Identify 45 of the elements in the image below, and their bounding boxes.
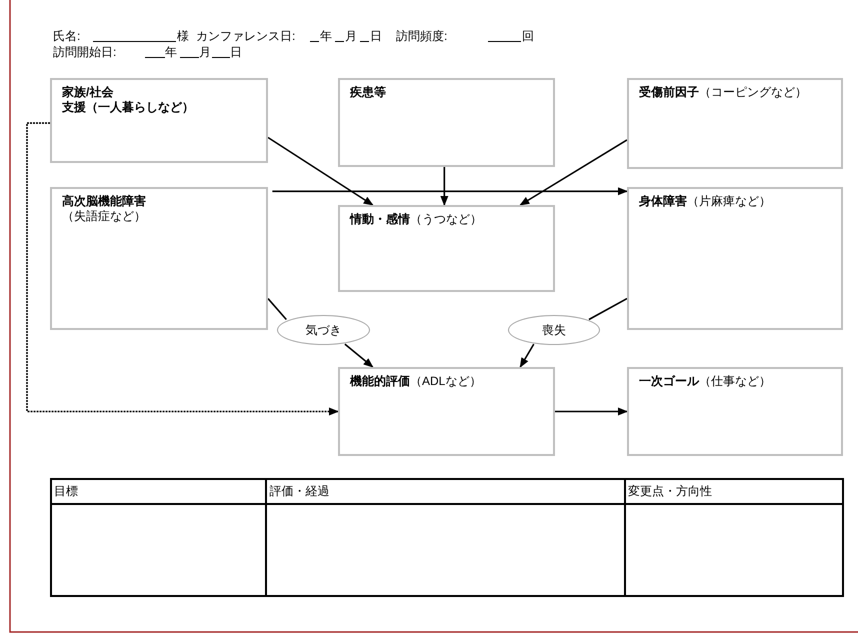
- connector-line: [588, 298, 628, 320]
- connector-line: [267, 298, 287, 320]
- box-heading: 疾患等: [350, 85, 387, 100]
- box-heading: 高次脳機能障害: [62, 194, 147, 209]
- arrow: [555, 408, 628, 416]
- arrow: [520, 344, 534, 368]
- box-heading: 機能的評価（ADLなど）: [350, 374, 482, 389]
- form-label: 年: [165, 45, 177, 59]
- text-box: [338, 367, 555, 456]
- box-heading: 身体障害（片麻痺など）: [639, 194, 772, 209]
- table-header-cell: 評価・経過: [266, 479, 626, 504]
- form-label: 年: [320, 29, 332, 43]
- box-heading: 支援（一人暮らしなど）: [62, 100, 195, 115]
- dashed-arrow: [26, 122, 339, 416]
- box-heading: 情動・感情（うつなど）: [350, 212, 483, 227]
- table-header-cell: 変更点・方向性: [625, 479, 843, 504]
- oval-label: 気づき: [277, 315, 370, 345]
- arrow: [268, 136, 374, 206]
- box-note: （失語症など）: [62, 209, 147, 224]
- form-label: 訪問頻度:: [396, 29, 448, 43]
- box-heading: 一次ゴール（仕事など）: [639, 374, 772, 389]
- arrow: [344, 343, 374, 368]
- text-box: [627, 367, 843, 456]
- form-label: 氏名:: [53, 29, 80, 43]
- form-label: 日: [370, 29, 382, 43]
- table-header-cell: 目標: [51, 479, 266, 504]
- form-label: 回: [522, 29, 534, 43]
- arrow: [519, 139, 628, 206]
- form-label: 訪問開始日:: [53, 45, 116, 59]
- oval-label: 喪失: [508, 315, 600, 345]
- box-heading: 家族/社会: [62, 85, 114, 100]
- text-box: [338, 205, 555, 292]
- text-box: [338, 78, 555, 167]
- arrow: [440, 167, 448, 206]
- form-label: 月: [199, 45, 211, 59]
- text-box: [627, 78, 843, 169]
- form-label: 月: [345, 29, 357, 43]
- text-box: [50, 78, 268, 163]
- text-box: [50, 187, 268, 330]
- form-label: 様: [177, 29, 189, 43]
- form-label: カンファレンス日:: [196, 29, 296, 43]
- text-box: [627, 187, 843, 330]
- form-label: 日: [230, 45, 242, 59]
- box-heading: 受傷前因子（コーピングなど）: [639, 85, 808, 100]
- arrow: [272, 187, 628, 196]
